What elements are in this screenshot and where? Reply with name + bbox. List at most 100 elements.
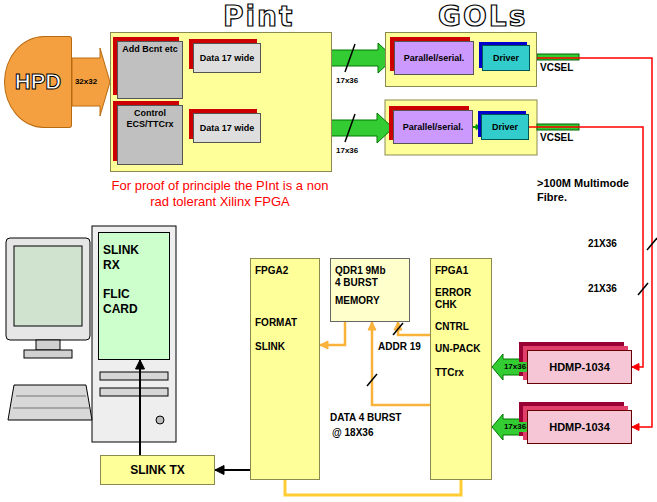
arrowhead (136, 360, 145, 369)
box-text: TTCrx (435, 367, 464, 379)
box-text: ERROR CHK (435, 287, 489, 311)
power-button (156, 416, 164, 424)
pc-tower (92, 226, 176, 442)
keyboard (8, 385, 92, 420)
connector-label: 21X36 (588, 238, 617, 249)
box-text: Driver (493, 53, 519, 64)
connector (529, 127, 648, 371)
connector (320, 322, 345, 349)
arrowhead (215, 466, 224, 475)
driver-box: Driver (482, 45, 530, 71)
vcsel-symbol (537, 54, 579, 60)
box-text: QDR1 9Mb 4 BURST (335, 265, 391, 289)
fibre-label: >100M Multimode Fibre. (537, 176, 635, 204)
memory-box: QDR1 9Mb 4 BURST MEMORY (330, 258, 410, 322)
box-text: HDMP-1034 (549, 361, 610, 374)
fpga-box: FPGA2FORMAT SLINK (250, 258, 320, 480)
data-box: Data 17 wide (193, 43, 261, 73)
bus-width-label: @ 18X36 (332, 427, 373, 438)
monitor (6, 238, 90, 340)
connector-line (529, 127, 643, 367)
fpga-box: FPGA1ERROR CHK CNTRL UN-PACK TTCrx (430, 258, 492, 480)
deserializer-box: HDMP-1034 (527, 350, 632, 384)
gol-box (385, 100, 537, 155)
connector-label: 21X36 (588, 283, 617, 294)
detector-shape: HPD (4, 36, 72, 128)
box-text: Data 17 wide (200, 123, 255, 134)
connector (492, 354, 527, 380)
drive-slot (100, 388, 168, 396)
connector (215, 466, 250, 475)
box-text: SLINK RX (103, 243, 149, 273)
connector (72, 48, 110, 116)
driver-box: Driver (481, 114, 529, 140)
box-title: GOLs (438, 2, 527, 32)
bus-slash (345, 114, 355, 142)
box-text: SLINK TX (130, 463, 185, 477)
bus-slash (638, 283, 648, 295)
serializer-box: Parallel/serial. (394, 41, 474, 75)
arrowhead (320, 341, 328, 349)
box-text: FPGA1 (435, 265, 468, 277)
connector-label: DATA 4 BURST (330, 412, 401, 423)
monitor-stand (36, 340, 60, 350)
deserializer-box: HDMP-1034 (527, 410, 632, 444)
transmitter-box: SLINK TX (100, 455, 215, 485)
box-text: FLIC CARD (103, 287, 149, 317)
drive-slot (100, 372, 168, 380)
connector-label: 17x36 (503, 422, 527, 432)
block-arrow (72, 48, 110, 116)
connector (473, 125, 481, 130)
box-text: HPD (15, 70, 61, 94)
box-text: FPGA2 (255, 265, 288, 277)
note-text: For proof of principle the PInt is a non… (105, 178, 335, 210)
box-text: Data 17 wide (200, 53, 255, 64)
box-text: Control ECS/TTCrx (120, 108, 180, 130)
connector (367, 322, 430, 405)
monitor-base (24, 350, 72, 358)
box-text: FORMAT (255, 317, 297, 329)
connector (136, 360, 145, 455)
box-text: UN-PACK (435, 343, 480, 355)
bus-slash (393, 323, 403, 335)
box-text: MEMORY (335, 295, 391, 307)
process-box: Control ECS/TTCrx (117, 105, 183, 165)
data-box: Data 17 wide (193, 113, 261, 143)
box-text: HDMP-1034 (549, 421, 610, 434)
arrowhead (632, 424, 639, 431)
block-arrow (492, 414, 527, 440)
connector (393, 322, 430, 335)
connector-label: 32x32 (74, 77, 98, 87)
box-text: Driver (492, 122, 518, 133)
serializer-box: Parallel/serial. (393, 110, 473, 144)
connector-label: ADDR 19 (378, 341, 421, 352)
box-text: Parallel/serial. (404, 53, 465, 64)
box-text: SLINK (255, 341, 285, 353)
fpga-group-box: PintAdd Bcnt etcControl ECS/TTCrxData 17… (110, 32, 332, 172)
component-label: VCSEL (540, 62, 573, 73)
block-arrow (492, 354, 527, 380)
keyboard-keys (13, 408, 89, 409)
connector (285, 480, 461, 495)
connector-label: 17x36 (336, 146, 358, 155)
connector-line (285, 480, 461, 495)
receiver-card: SLINK RX FLIC CARD (98, 232, 170, 360)
box-text: Add Bcnt etc (122, 44, 178, 55)
box-text: CNTRL (435, 321, 469, 333)
box-title: Pint (223, 2, 294, 32)
process-box: Add Bcnt etc (117, 41, 183, 99)
connector-line (320, 322, 345, 345)
bus-slash (647, 238, 657, 250)
connector-line (372, 322, 430, 405)
arrowhead (632, 364, 639, 371)
connector-label: 17x36 (503, 362, 527, 372)
connector-line (139, 360, 141, 455)
connector-label: 17x36 (336, 76, 358, 85)
monitor-screen (14, 246, 82, 326)
arrowhead (368, 322, 376, 330)
box-text: Parallel/serial. (403, 122, 464, 133)
connector (492, 414, 527, 440)
gol-box: GOLsParallel/serial.Driver (385, 32, 537, 87)
keyboard-keys (16, 396, 86, 397)
